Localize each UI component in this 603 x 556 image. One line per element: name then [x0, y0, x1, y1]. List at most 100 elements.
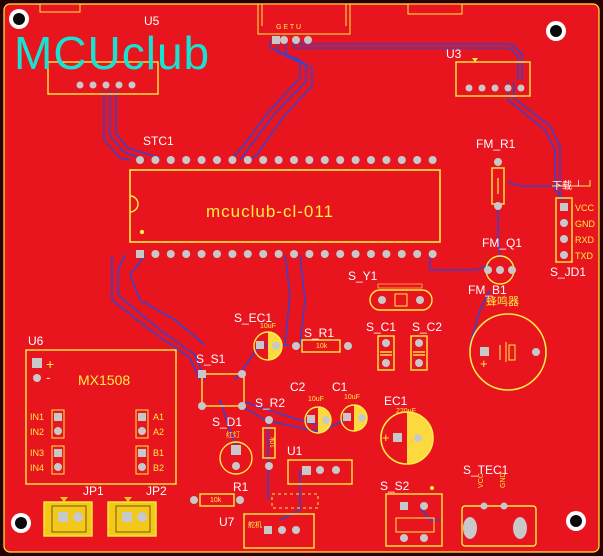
- ec1-plus: +: [382, 430, 390, 445]
- s-s1-switch: [198, 370, 246, 410]
- mcu-pin: [259, 250, 268, 258]
- s-c2-label: S_C2: [412, 320, 443, 334]
- jd1-pin-gnd: GND: [575, 219, 595, 229]
- mcu-pin: [151, 156, 160, 164]
- s-tec1-label: S_TEC1: [463, 463, 509, 477]
- mcu-pin: [428, 156, 437, 164]
- tec1-pin-gnd: GND: [500, 472, 507, 488]
- mcu-pin: [320, 156, 329, 164]
- fm-q1-footprint: [484, 255, 516, 285]
- s-s2-switch: [385, 486, 443, 547]
- u6-pin-in1: IN1: [30, 412, 45, 422]
- s-c1-capacitor: [377, 335, 395, 371]
- u6-minus-label: -: [46, 369, 51, 385]
- fm-b1-label: FM_B1: [468, 283, 507, 297]
- jp1-terminal: [43, 497, 93, 537]
- s-ec1-capacitor: [253, 331, 283, 361]
- mcu-pin: [259, 156, 268, 164]
- s-r1-label: S_R1: [304, 326, 335, 340]
- c1-label: C1: [332, 380, 348, 394]
- mcu-pin: [336, 156, 345, 164]
- u7-header: [243, 513, 315, 549]
- mounting-hole: [9, 9, 29, 29]
- u3-label: U3: [446, 47, 462, 61]
- u6-plus-label: +: [46, 356, 55, 372]
- mcu-pin: [166, 156, 175, 164]
- u6-pin-a2: A2: [153, 427, 165, 437]
- r1-value: 10k: [210, 497, 222, 504]
- fm-b1-buzzer: [469, 313, 547, 391]
- mcu-pin: [243, 250, 252, 258]
- mcu-pin: [182, 156, 191, 164]
- download-label: 下载 ┘: [552, 181, 582, 192]
- s-r2-value: 10k: [270, 436, 277, 448]
- jp2-label: JP2: [146, 484, 167, 498]
- s-r1-value: 10k: [316, 343, 328, 350]
- mcu-pin: [305, 156, 314, 164]
- mounting-hole: [566, 511, 586, 531]
- stc1-mcu-footprint: [129, 156, 441, 258]
- chip-label: mcuclub-cl-011: [206, 202, 335, 221]
- mcu-pin: [320, 250, 329, 258]
- mcu-pin: [197, 156, 206, 164]
- mcu-pin: [336, 250, 345, 258]
- mcu-pin: [274, 250, 283, 258]
- mcu-pin: [305, 250, 314, 258]
- mcu-pin: [382, 156, 391, 164]
- s-s1-label: S_S1: [196, 352, 226, 366]
- mcu-pin: [367, 156, 375, 164]
- u7-label: U7: [219, 515, 235, 529]
- mcu-pin: [351, 156, 360, 164]
- u2-pin-labels: G E T U: [276, 24, 302, 31]
- mcu-pin: [213, 250, 221, 258]
- c2-label: C2: [290, 380, 306, 394]
- u6-pin-b1: B1: [153, 448, 165, 458]
- mcuclub-logo: MCUclub: [14, 27, 211, 79]
- s-c1-label: S_C1: [366, 320, 397, 334]
- mcu-pin: [274, 156, 283, 164]
- u2-header: [272, 36, 312, 44]
- s-s2-label: S_S2: [380, 479, 410, 493]
- u6-label: U6: [28, 334, 44, 348]
- mx1508-label: MX1508: [78, 372, 131, 388]
- mcu-pin: [136, 250, 144, 258]
- mcu-pin: [290, 250, 298, 258]
- s-d1-led: [219, 441, 253, 475]
- mcu-pin: [413, 250, 422, 258]
- u6-pin-a1: A1: [153, 412, 165, 422]
- mcu-pin: [166, 250, 175, 258]
- s-ec1-label: S_EC1: [234, 311, 273, 325]
- ec1-capacitor: [380, 411, 434, 465]
- jd1-pin-vcc: VCC: [575, 203, 595, 213]
- u1-label: U1: [287, 444, 303, 458]
- s-r2-resistor: [262, 416, 276, 470]
- buzzer-label: 蜂鸣器: [486, 296, 519, 308]
- u6-pin-in3: IN3: [30, 448, 45, 458]
- s-tec1-connector: [461, 502, 537, 547]
- u1-regulator: [287, 459, 353, 485]
- mounting-hole: [546, 21, 566, 41]
- r1-resistor: [190, 493, 244, 507]
- mcu-pin: [413, 156, 422, 164]
- mcu-pin: [182, 250, 191, 258]
- stc1-label: STC1: [143, 134, 174, 148]
- mcu-pin: [151, 250, 160, 258]
- tec1-pin-vcc: VCC: [478, 473, 485, 488]
- mcu-pin: [351, 250, 360, 258]
- u6-pin-in4: IN4: [30, 463, 45, 473]
- mcu-pin: [228, 156, 237, 164]
- s-ec1-value: 10uF: [260, 323, 276, 330]
- mcu-pin: [382, 250, 391, 258]
- buzzer-plus: +: [480, 356, 488, 371]
- s-r1-resistor: [292, 339, 352, 353]
- u5-label: U5: [144, 14, 160, 28]
- s-jd1-header: [555, 197, 573, 263]
- fm-r1-footprint: [491, 158, 505, 210]
- traces: [103, 40, 566, 521]
- c2-capacitor: [304, 406, 332, 434]
- u3-footprint: [455, 58, 531, 97]
- mcu-pin: [243, 156, 252, 164]
- mcu-pin: [197, 250, 206, 258]
- r1-label: R1: [233, 480, 249, 494]
